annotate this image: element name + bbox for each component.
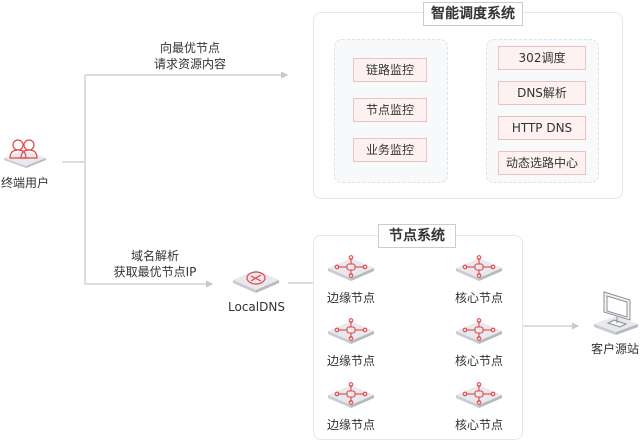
origin-node: 客户源站 (588, 290, 641, 357)
core-node-2-label: 核心节点 (454, 354, 503, 368)
terminal-user-label: 终端用户 (0, 176, 49, 190)
localdns-node: LocalDNS (228, 264, 285, 314)
network-node-icon (328, 382, 374, 408)
network-node-icon (456, 318, 502, 344)
flow-label-resolve-line2: 获取最优节点IP (113, 265, 197, 279)
edge-node-3: 边缘节点 (326, 380, 376, 433)
node-system-title: 节点系统 (378, 224, 456, 248)
users-icon (4, 139, 46, 168)
edge-node-1: 边缘节点 (326, 253, 376, 306)
dns-server-icon (233, 270, 279, 293)
edge-node-2: 边缘节点 (326, 316, 376, 369)
edge-node-3-label: 边缘节点 (326, 418, 375, 432)
network-node-icon (456, 255, 502, 281)
flow-label-request: 向最优节点 请求资源内容 (135, 40, 245, 72)
network-node-icon (328, 255, 374, 281)
origin-label: 客户源站 (590, 342, 639, 356)
flow-label-resolve: 域名解析 获取最优节点IP (100, 248, 210, 280)
monitor-node: 节点监控 (353, 98, 427, 122)
function-dns: DNS解析 (498, 81, 586, 105)
flow-label-request-line2: 请求资源内容 (153, 57, 226, 71)
scheduler-title: 智能调度系统 (423, 2, 523, 26)
core-node-3: 核心节点 (454, 380, 504, 433)
flow-label-request-line1: 向最优节点 (159, 41, 220, 55)
flow-label-resolve-line1: 域名解析 (130, 249, 179, 263)
core-node-3-label: 核心节点 (454, 418, 503, 432)
function-httpdns: HTTP DNS (498, 116, 586, 140)
localdns-label: LocalDNS (228, 300, 285, 314)
network-node-icon (328, 318, 374, 344)
terminal-user-node: 终端用户 (0, 138, 52, 191)
core-node-2: 核心节点 (454, 316, 504, 369)
core-node-1: 核心节点 (454, 253, 504, 306)
edge-node-2-label: 边缘节点 (326, 354, 375, 368)
monitor-business: 业务监控 (353, 138, 427, 162)
core-node-1-label: 核心节点 (454, 291, 503, 305)
function-dynamic-routing: 动态选路中心 (498, 151, 586, 175)
monitor-icon (594, 291, 638, 335)
edge-node-1-label: 边缘节点 (326, 291, 375, 305)
network-node-icon (456, 382, 502, 408)
function-302: 302调度 (498, 46, 586, 70)
monitor-link: 链路监控 (353, 58, 427, 82)
